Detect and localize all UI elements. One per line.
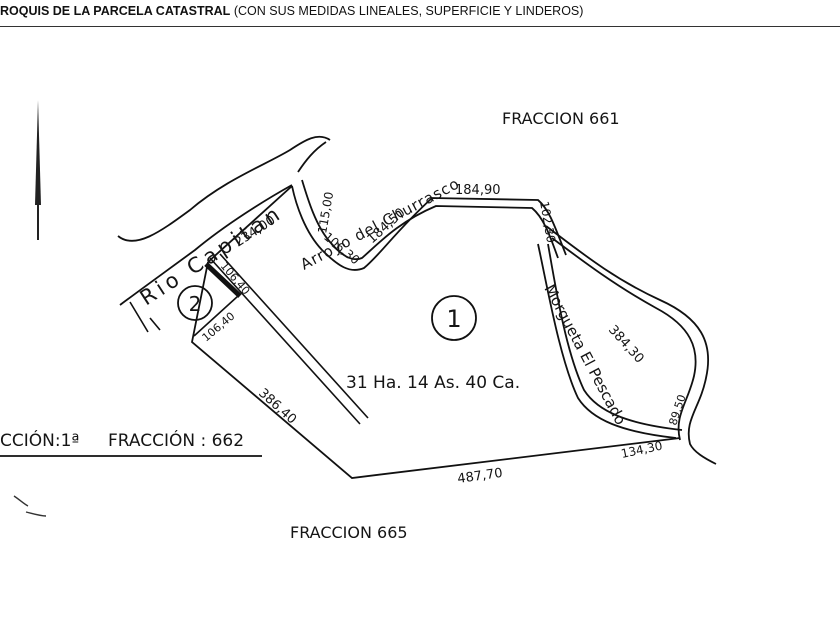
- header-rule: [0, 26, 840, 27]
- creek-bank-east: [545, 225, 717, 465]
- north-arrow-icon: [35, 100, 41, 240]
- creek-bank-west: [537, 243, 677, 439]
- west-neighbor-label-b: FRACCIÓN : 662: [108, 429, 244, 451]
- division-line-c: [193, 295, 239, 337]
- west-neighbor-label-a: CCIÓN:1ª: [0, 429, 79, 451]
- stream-bank-outer: [291, 185, 567, 271]
- river-mouth-lines: [129, 301, 161, 333]
- parcel-1-number: 1: [446, 305, 461, 333]
- measure-134-30: 134,30: [620, 439, 664, 461]
- stray-mark: [13, 495, 47, 517]
- division-line-a: [209, 257, 361, 425]
- north-neighbor-label: FRACCION 661: [502, 109, 620, 128]
- stream-upper-tail: [297, 141, 327, 173]
- south-neighbor-label: FRACCION 665: [290, 523, 408, 542]
- division-line-thick: [204, 262, 242, 298]
- division-line-b: [219, 253, 369, 419]
- parcel-1-circle: [431, 295, 477, 341]
- measure-487-70: 487,70: [456, 466, 503, 487]
- river-bank-south: [119, 184, 293, 306]
- header-subtitle: (CON SUS MEDIDAS LINEALES, SUPERFICIE Y …: [233, 4, 584, 18]
- parcel-boundary: [191, 261, 681, 479]
- creek-bank-west-inner: [547, 243, 683, 431]
- measure-102-30: 102,30: [537, 200, 558, 244]
- parcel-2-number: 2: [189, 292, 202, 316]
- header-title: ROQUIS DE LA PARCELA CATASTRAL: [0, 4, 231, 18]
- stream-bank-inner: [301, 179, 559, 261]
- creek-bank-east-inner: [551, 237, 697, 441]
- document-header: ROQUIS DE LA PARCELA CATASTRAL (CON SUS …: [0, 4, 583, 18]
- measure-115-00: 115,00: [315, 191, 336, 235]
- measure-89-50: 89,50: [666, 393, 688, 427]
- river-bank-north: [117, 135, 331, 242]
- parcel-area: 31 Ha. 14 As. 40 Ca.: [346, 373, 520, 393]
- measure-386-40: 386,40: [255, 386, 299, 428]
- parcel-west-edge: [207, 185, 293, 263]
- measure-384-30: 384,30: [605, 323, 647, 367]
- parcel-2-circle: [177, 285, 213, 321]
- measure-184-90: 184,90: [455, 183, 501, 198]
